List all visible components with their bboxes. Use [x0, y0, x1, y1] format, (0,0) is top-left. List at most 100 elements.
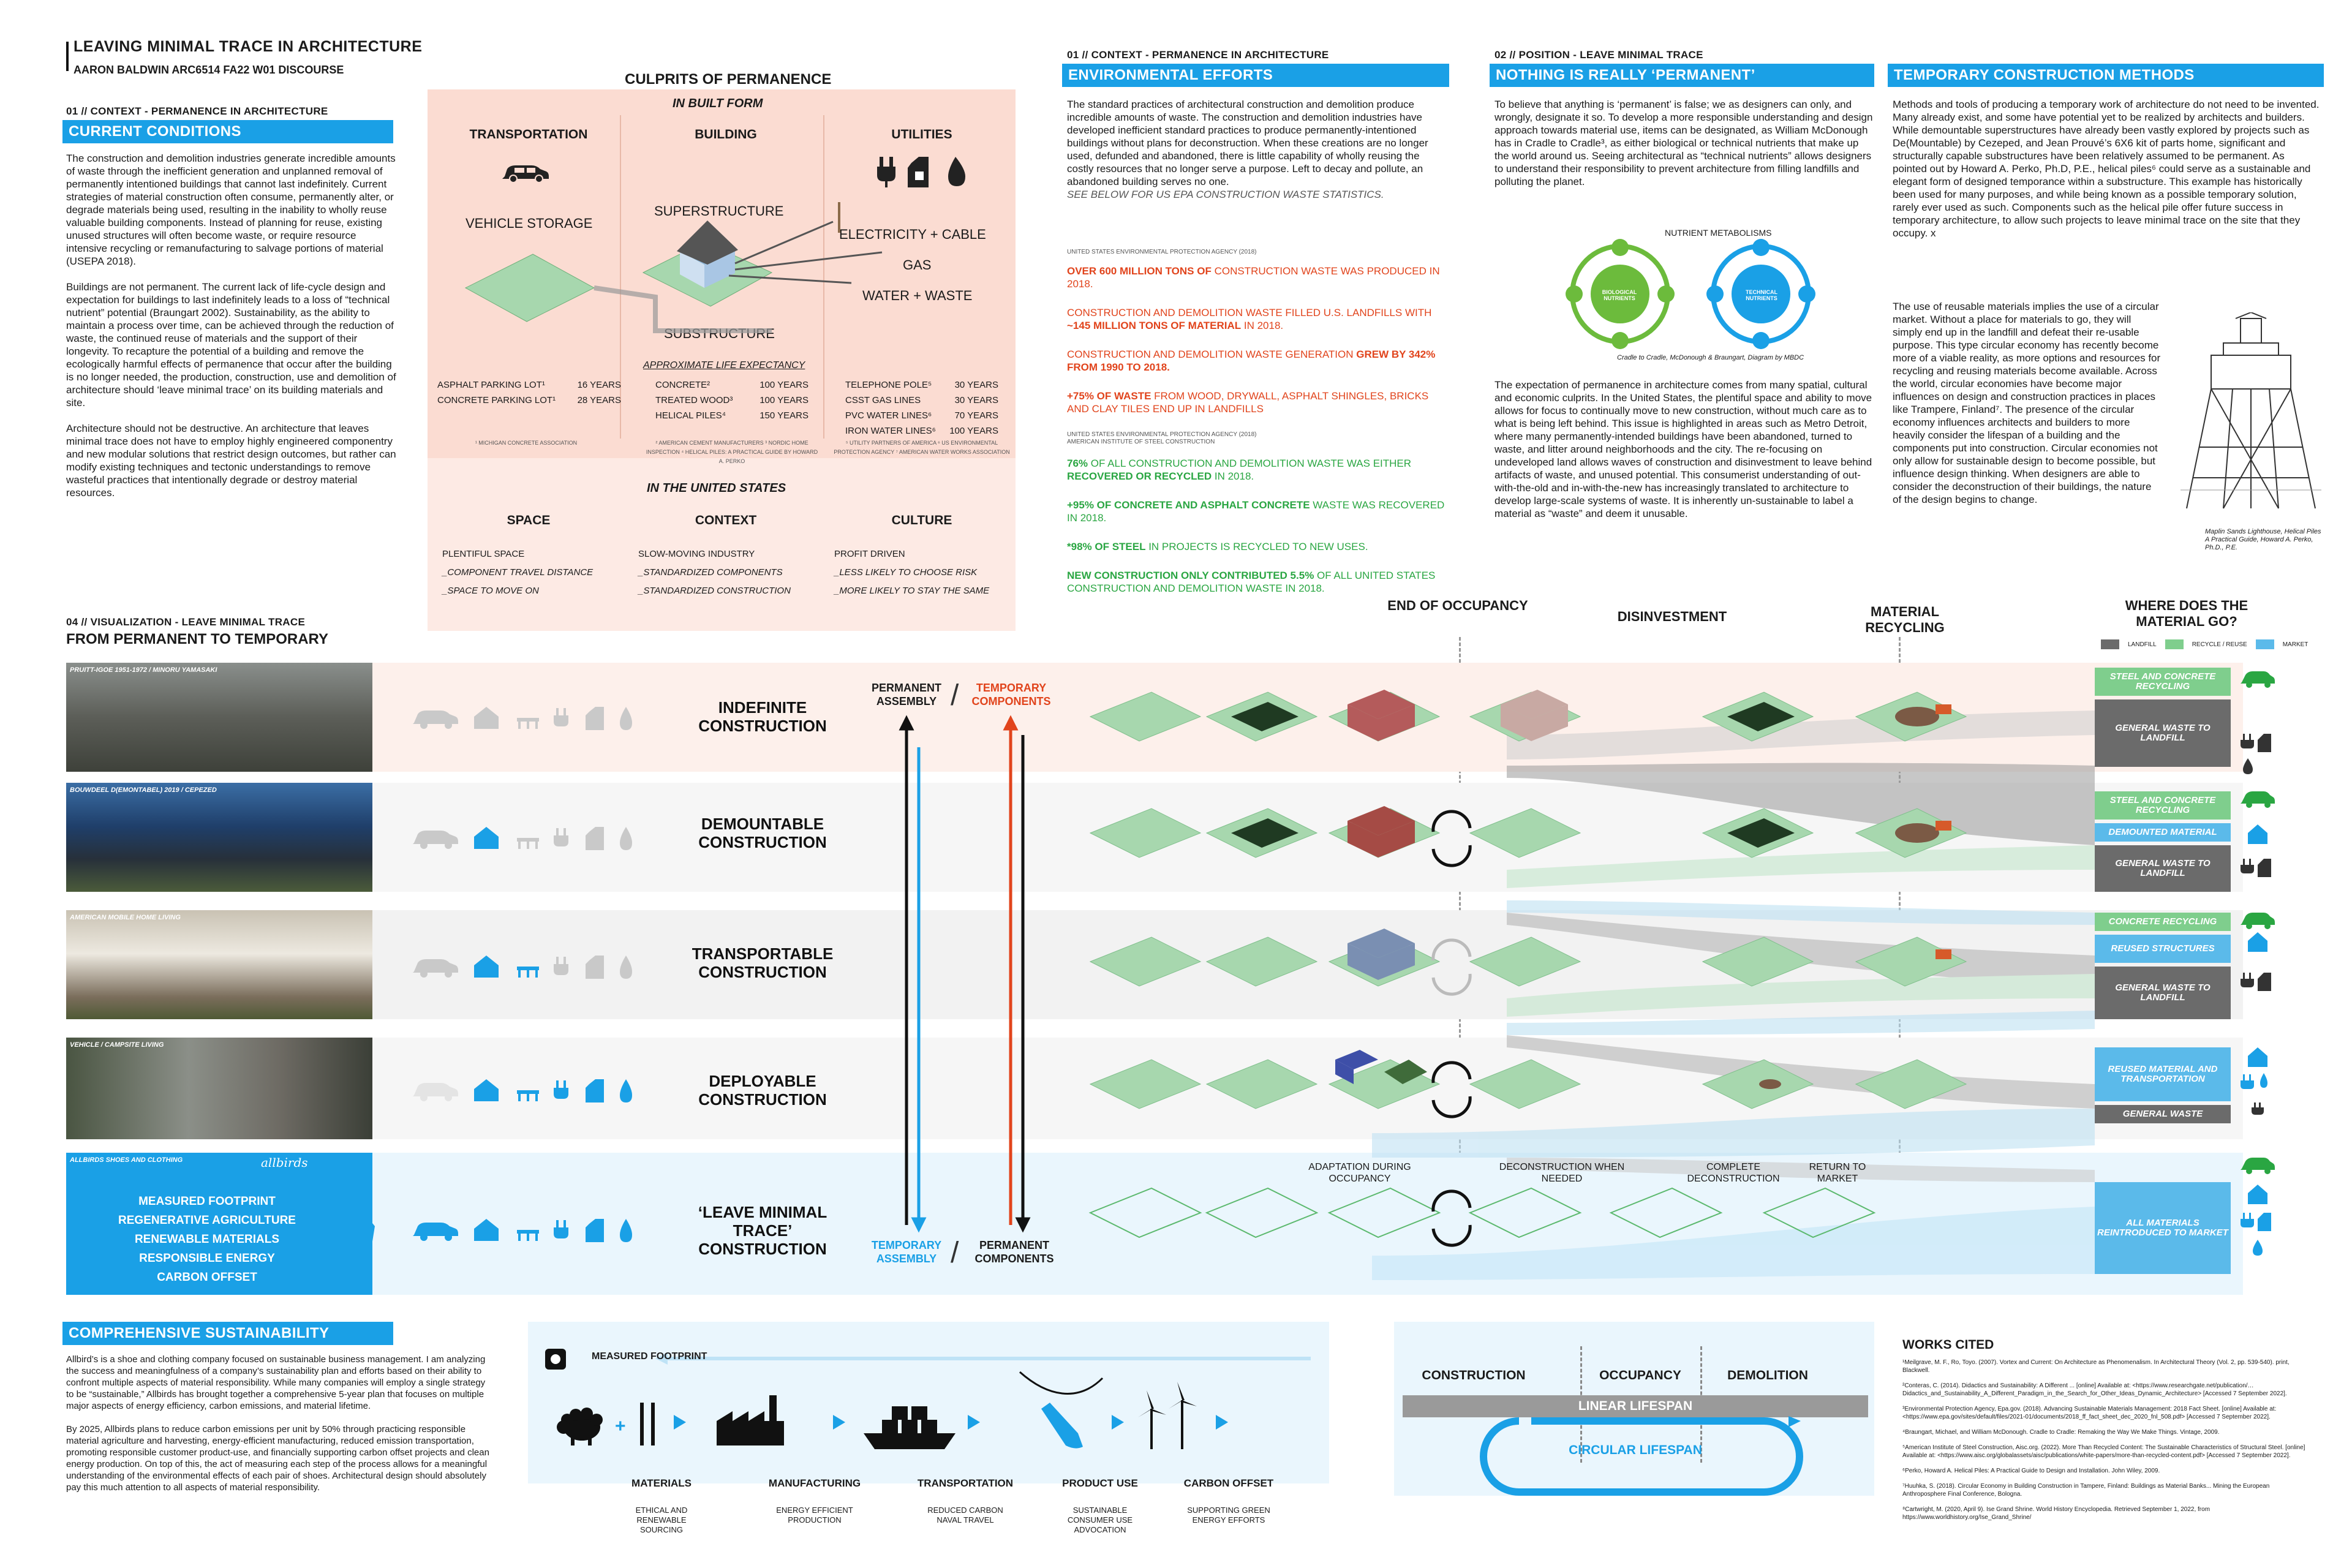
row-title-leave-minimal-trace: ‘LEAVE MINIMAL TRACE’ CONSTRUCTION: [698, 1203, 827, 1258]
row-icons-transportable: [413, 956, 632, 979]
citation: ⁸Cartwright, M. (2020, April 9). Ise Gra…: [1902, 1506, 2211, 1521]
outcome-market: ALL MATERIALS REINTRODUCED TO MARKET: [2095, 1182, 2231, 1274]
stat: CONSTRUCTION AND DEMOLITION WASTE FILLED…: [1067, 307, 1432, 331]
outcome-steel-recycling: STEEL AND CONCRETE RECYCLING: [2095, 668, 2231, 696]
stat: 76% OF ALL CONSTRUCTION AND DEMOLITION W…: [1067, 458, 1412, 482]
util-water: WATER + WASTE: [862, 288, 973, 303]
nutrient-title: NUTRIENT METABOLISMS: [1665, 228, 1772, 238]
allbirds-logo: allbirds: [261, 1155, 308, 1170]
citation: ⁵American Institute of Steel Constructio…: [1902, 1444, 2305, 1459]
outcome-concrete-recycling: CONCRETE RECYCLING: [2095, 913, 2231, 931]
stage-complete: COMPLETE DECONSTRUCTION: [1687, 1162, 1780, 1184]
citation: ⁶Perko, Howard A. Helical Piles: A Pract…: [1902, 1468, 2160, 1474]
step-carbon-offset: CARBON OFFSET: [1183, 1477, 1274, 1489]
superstructure: SUPERSTRUCTURE: [654, 203, 784, 219]
culprits-title: CULPRITS OF PERMANENCE: [625, 71, 832, 88]
svg-text:+: +: [615, 1416, 626, 1436]
lighthouse-caption: Maplin Sands Lighthouse, Helical Piles A…: [2205, 528, 2321, 551]
row-title-demountable: DEMOUNTABLE CONSTRUCTION: [698, 815, 827, 851]
culprits-sub-us: IN THE UNITED STATES: [647, 481, 786, 495]
cat-utilities: UTILITIES: [891, 127, 952, 141]
nutrient-caption: Cradle to Cradle, McDonough & Braungart,…: [1617, 354, 1804, 361]
outcome-landfill: GENERAL WASTE TO LANDFILL: [2095, 699, 2231, 767]
env-text: The standard practices of architectural …: [1067, 98, 1447, 201]
photo-bouwdeel: BOUWDEEL D(EMONTABEL) 2019 / CEPEZED: [66, 783, 372, 892]
circular-lifespan-label: CIRCULAR LIFESPAN: [1569, 1443, 1702, 1457]
label-permanent-assembly: PERMANENT ASSEMBLY: [871, 682, 941, 707]
label-permanent-components: PERMANENT COMPONENTS: [974, 1239, 1054, 1265]
row-title-transportable: TRANSPORTABLE CONSTRUCTION: [692, 944, 834, 981]
vehicle-storage: VEHICLE STORAGE: [466, 216, 593, 231]
where-title: WHERE DOES THE MATERIAL GO?: [2125, 598, 2248, 629]
step-sub: REDUCED CARBON NAVAL TRAVEL: [927, 1506, 1003, 1525]
allbirds-panel: ALLBIRDS SHOES AND CLOTHING allbirds MEA…: [66, 1153, 372, 1295]
phase-end-of-occupancy: END OF OCCUPANCY: [1387, 598, 1528, 613]
stat: OVER 600 MILLION TONS OF CONSTRUCTION WA…: [1067, 265, 1440, 290]
car-icon: [502, 165, 549, 183]
stat: CONSTRUCTION AND DEMOLITION WASTE GENERA…: [1067, 349, 1436, 373]
row-title-indefinite: INDEFINITE CONSTRUCTION: [698, 698, 827, 735]
us-space: SPACE: [507, 513, 551, 527]
viz-title: FROM PERMANENT TO TEMPORARY: [66, 631, 329, 647]
env-see: SEE BELOW FOR US EPA CONSTRUCTION WASTE …: [1067, 189, 1384, 200]
paragraph: Allbird’s is a shoe and clothing company…: [66, 1354, 486, 1411]
nutrient-diagram: [1566, 239, 1815, 349]
section-bar-comprehensive: COMPREHENSIVE SUSTAINABILITY: [62, 1322, 393, 1345]
legend-swatch-recycle: [2165, 639, 2184, 649]
material-flow-diagram: [1088, 690, 2095, 1280]
outcome-general-waste: GENERAL WASTE: [2095, 1105, 2231, 1123]
context-label: 01 // CONTEXT - PERMANENCE IN ARCHITECTU…: [66, 105, 328, 117]
culture-list: PROFIT DRIVEN_LESS LIKELY TO CHOOSE RISK…: [834, 549, 990, 596]
photo-pruitt-igoe: PRUITT-IGOE 1951-1972 / MINORU YAMASAKI: [66, 663, 372, 772]
step-sub: ENERGY EFFICIENT PRODUCTION: [776, 1506, 853, 1525]
life-demolition: DEMOLITION: [1727, 1368, 1808, 1382]
outcome-demounted: DEMOUNTED MATERIAL: [2095, 823, 2231, 842]
photo-mobile-home: AMERICAN MOBILE HOME LIVING: [66, 910, 372, 1019]
phase-disinvestment: DISINVESTMENT: [1617, 609, 1727, 624]
outcome-landfill: GENERAL WASTE TO LANDFILL: [2095, 967, 2231, 1019]
space-list: PLENTIFUL SPACE_COMPONENT TRAVEL DISTANC…: [442, 549, 594, 596]
nutrient-bio-label: BIOLOGICAL NUTRIENTS: [1602, 289, 1637, 301]
stat: +75% OF WASTE FROM WOOD, DRYWALL, ASPHAL…: [1067, 390, 1429, 415]
stage-adaptation: ADAPTATION DURING OCCUPANCY: [1308, 1162, 1411, 1184]
photo-vehicle: VEHICLE / CAMPSITE LIVING: [66, 1038, 372, 1139]
red-stats: OVER 600 MILLION TONS OF CONSTRUCTION WA…: [1067, 265, 1447, 415]
culprits-us-panel: [428, 458, 1016, 631]
life-occupancy: OCCUPANCY: [1599, 1368, 1681, 1382]
outcome-reused-structures: REUSED STRUCTURES: [2095, 935, 2231, 963]
section-bar-position: NOTHING IS REALLY ‘PERMANENT’: [1490, 64, 1874, 87]
paragraph: The construction and demolition industri…: [66, 153, 396, 267]
divider: [620, 115, 621, 439]
stage-deconstruction: DECONSTRUCTION WHEN NEEDED: [1499, 1162, 1625, 1184]
paragraph: Architecture should not be destructive. …: [66, 423, 396, 499]
culprits-sub: IN BUILT FORM: [673, 97, 763, 110]
step-manufacturing: MANUFACTURING: [768, 1477, 861, 1489]
position-text-2: The expectation of permanence in archite…: [1494, 379, 1872, 519]
citation: ²Conteras, C. (2014). Didactics and Sust…: [1902, 1382, 2287, 1397]
stat: *98% OF STEEL IN PROJECTS IS RECYCLED TO…: [1067, 541, 1368, 552]
nutrient-tech-label: TECHNICAL NUTRIENTS: [1746, 289, 1777, 301]
context-list: SLOW-MOVING INDUSTRY_STANDARDIZED COMPON…: [638, 549, 791, 596]
source-note: ⁵ UTILITY PARTNERS OF AMERICA ⁶ US ENVIR…: [834, 440, 1010, 455]
citation: ¹Meilgrave, M. F., Ro, Toyo. (2007). Vor…: [1902, 1359, 2290, 1374]
legend-swatch-landfill: [2101, 639, 2119, 649]
source-note: ² AMERICAN CEMENT MANUFACTURERS ³ NORDIC…: [646, 440, 818, 464]
label-temporary-assembly: TEMPORARY ASSEMBLY: [871, 1239, 942, 1265]
author-line: AARON BALDWIN ARC6514 FA22 W01 DISCOURSE: [74, 64, 344, 76]
paragraph: By 2025, Allbirds plans to reduce carbon…: [66, 1424, 489, 1493]
row-icons-indefinite: [413, 707, 632, 730]
row-icons-demountable: [413, 827, 632, 850]
cat-transportation: TRANSPORTATION: [469, 127, 588, 141]
section-bar-env: ENVIRONMENTAL EFFORTS: [1062, 64, 1449, 87]
step-sub: SUPPORTING GREEN ENERGY EFFORTS: [1187, 1506, 1270, 1525]
